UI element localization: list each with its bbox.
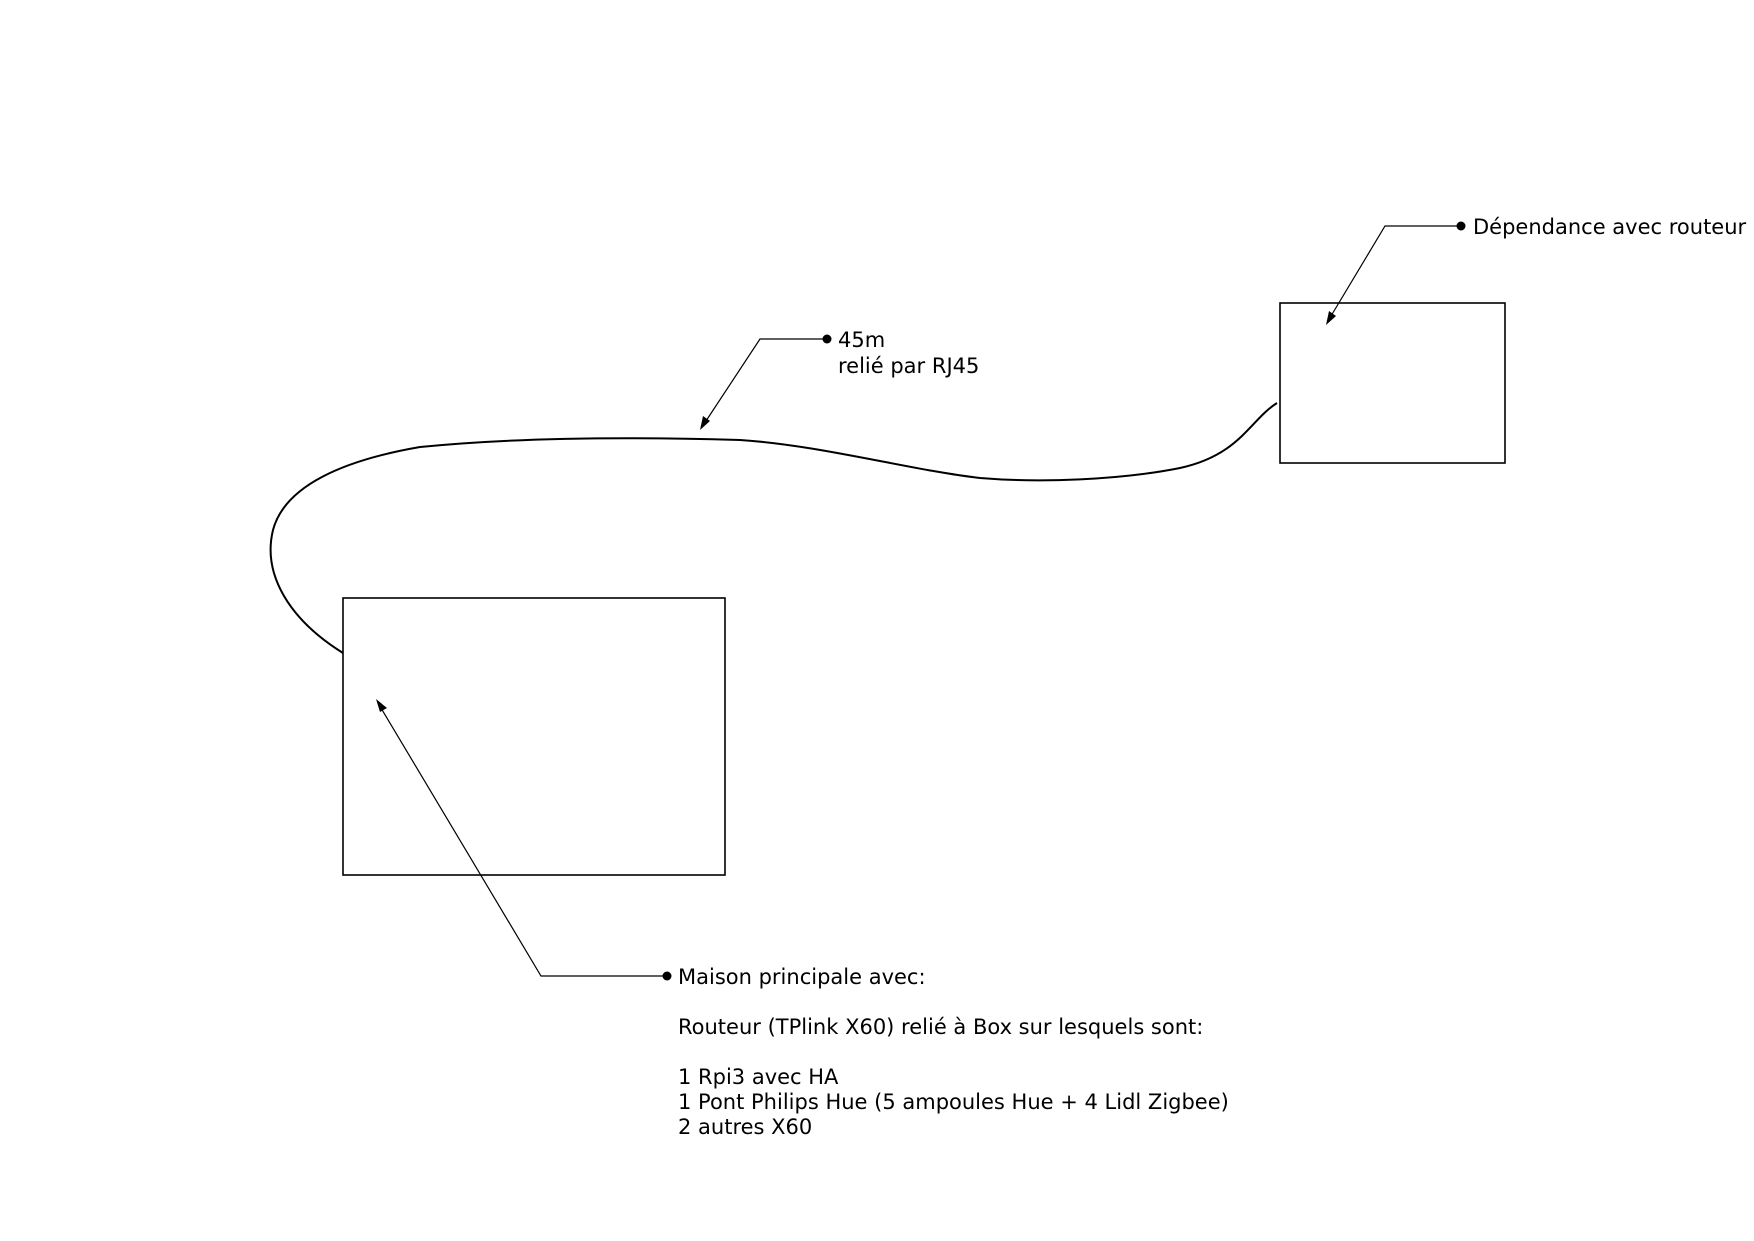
main-house-item: 1 Pont Philips Hue (5 ampoules Hue + 4 L… — [678, 1090, 1229, 1114]
main-house-arrowhead — [376, 699, 387, 712]
cable-leader-dot — [822, 334, 832, 344]
main-house-leader-line — [377, 702, 667, 977]
outbuilding-box — [1279, 302, 1506, 464]
main-house-item: 2 autres X60 — [678, 1115, 812, 1139]
main-house-title: Maison principale avec: — [678, 965, 926, 989]
main-house-item: 1 Rpi3 avec HA — [678, 1065, 839, 1089]
cable-length-label: 45m — [838, 328, 885, 352]
rj45-cable — [269, 402, 1278, 654]
main-house-leader-dot — [662, 971, 672, 981]
main-house-box — [342, 597, 726, 876]
cable-type-label: relié par RJ45 — [838, 354, 979, 378]
main-house-router-line: Routeur (TPlink X60) relié à Box sur les… — [678, 1015, 1203, 1039]
outbuilding-leader-dot — [1456, 221, 1466, 231]
outbuilding-label: Dépendance avec routeur — [1473, 215, 1747, 239]
outbuilding-arrowhead — [1326, 311, 1336, 325]
cable-arrowhead — [700, 416, 710, 430]
outbuilding-leader-line — [1327, 225, 1461, 322]
cable-leader-line — [701, 338, 827, 428]
